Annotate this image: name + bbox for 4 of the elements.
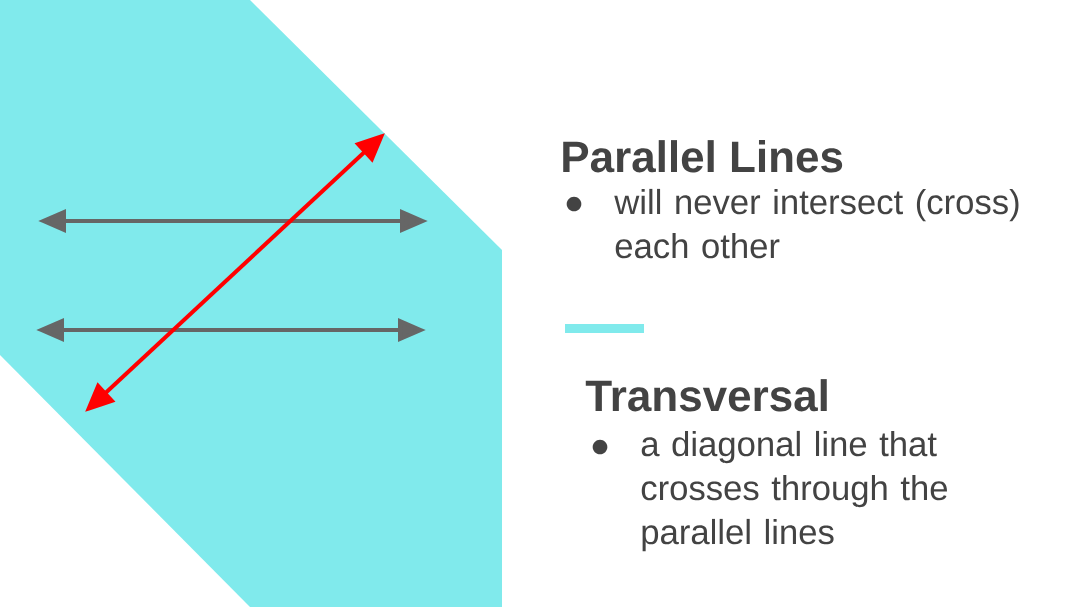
bullet-text: will never intersect (cross) each other — [614, 188, 1019, 259]
heading: Parallel Lines — [563, 140, 843, 173]
heading: Transversal — [585, 379, 827, 412]
bullet-text: a diagonal line that crosses through the parallel lines — [641, 430, 947, 552]
